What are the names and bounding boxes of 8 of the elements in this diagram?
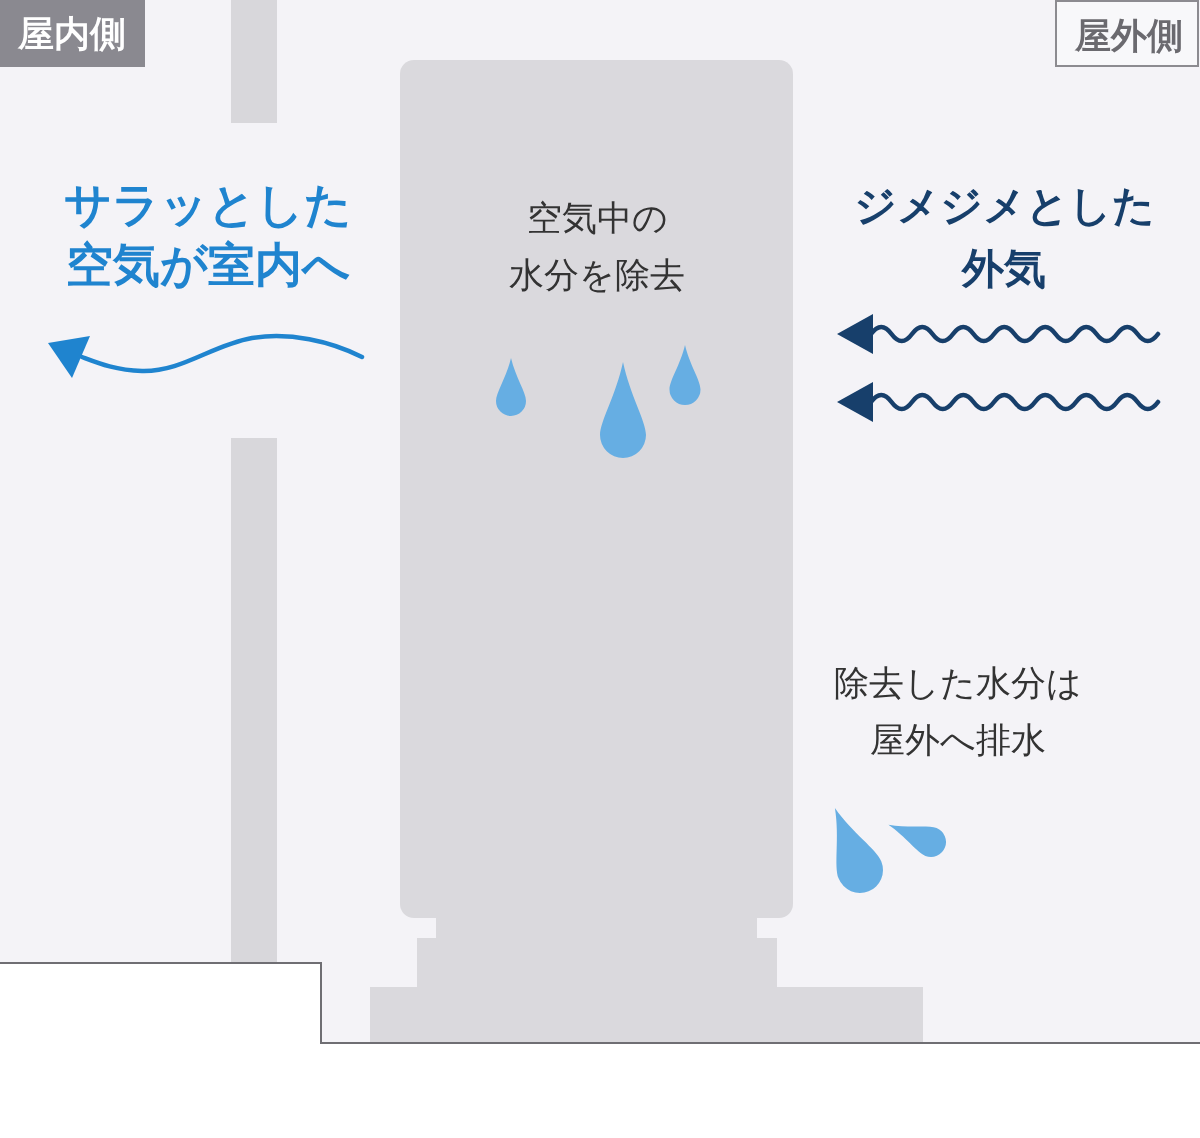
tag-label: 屋外側 [1075,14,1183,58]
area-tag [1055,0,1199,67]
tag-label: 屋内側 [18,12,126,56]
unit-caption: 空気中の水分を除去 [509,197,685,296]
flow-caption: サラッとした空気が室内へ [63,177,353,293]
drainage-note: 除去した水分は屋外へ排水 [833,662,1083,761]
area-tag [0,0,145,67]
flow-caption: ジメジメとした外気 [852,181,1156,294]
